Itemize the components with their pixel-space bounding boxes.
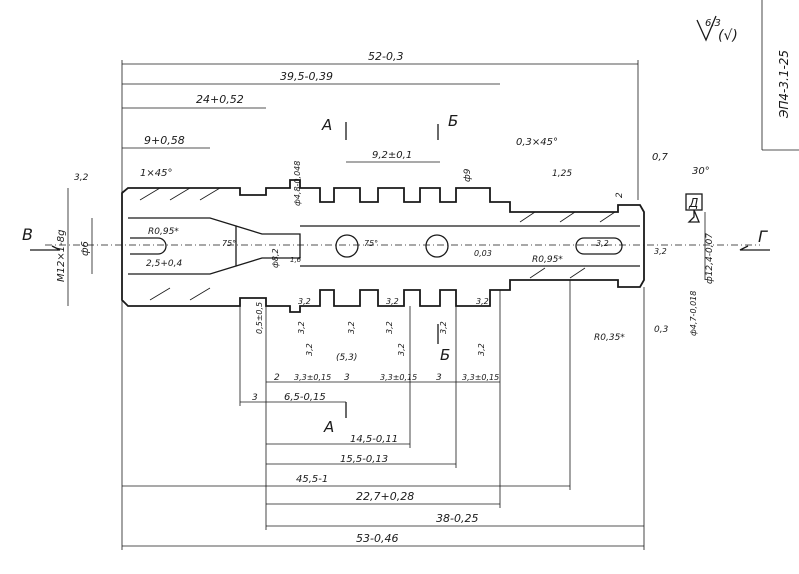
svg-text:3,2: 3,2 — [298, 297, 311, 306]
rough-thread: 3,2 — [74, 173, 89, 183]
svg-text:3,2: 3,2 — [596, 239, 609, 248]
dim-53: 53-0,46 — [356, 532, 398, 545]
dim-3-3-c: 3,3±0,15 — [462, 373, 499, 382]
svg-text:3,2: 3,2 — [476, 297, 489, 306]
dim-5-3: (5,3) — [336, 353, 357, 363]
view-right-arrow-icon — [739, 245, 770, 251]
svg-text:3,2: 3,2 — [297, 321, 306, 334]
svg-text:3,2: 3,2 — [385, 321, 394, 334]
svg-text:3,2: 3,2 — [386, 297, 399, 306]
svg-text:3,2: 3,2 — [397, 343, 406, 356]
dim-3-3-a: 3,3±0,15 — [294, 373, 331, 382]
svg-text:3,2: 3,2 — [477, 343, 486, 356]
datum-triangle-icon — [687, 209, 700, 223]
dim-overall-52: 52-0,3 — [368, 50, 403, 63]
section-b-top: Б — [448, 112, 458, 130]
dim-small-1-6: 1,6 — [290, 256, 302, 264]
datum-label: Д — [688, 196, 698, 210]
dim-9: 9+0,58 — [144, 134, 185, 147]
dim-0-7: 0,7 — [652, 152, 669, 163]
dim-15-5: 15,5-0,13 — [340, 454, 388, 465]
dim-c-0-5: 0,5±0,5 — [255, 302, 264, 334]
dim-0-3: 0,3 — [654, 325, 669, 335]
dim-22-7: 22,7+0,28 — [356, 490, 414, 503]
dim-30deg: 30° — [692, 166, 710, 177]
dim-75deg-a: 75° — [222, 239, 236, 248]
section-b-bottom: Б — [440, 346, 450, 364]
dim-dia-4-8: ф4,8-0,048 — [293, 161, 302, 206]
dim-r0-95-left: R0,95* — [148, 227, 179, 237]
dim-14-5: 14,5-0,11 — [350, 434, 398, 445]
dim-9-2: 9,2±0,1 — [372, 150, 412, 161]
svg-text:3,2: 3,2 — [654, 247, 667, 256]
section-a-bottom: А — [323, 418, 334, 436]
dim-chamfer-0-3x45: 0,3×45° — [516, 137, 558, 148]
view-right: Г — [758, 227, 768, 246]
dim-chamfer-1x45: 1×45° — [140, 168, 172, 179]
dim-c-0-03: 0,03 — [474, 249, 492, 258]
roughness-general-icon — [696, 15, 717, 42]
dim-39-5: 39,5-0,39 — [280, 70, 333, 83]
extension-lines — [239, 280, 645, 550]
dim-dia-8-2: ф8,2 — [271, 248, 280, 268]
dim-r0-35: R0,35* — [594, 333, 625, 343]
dim-3-c: 3 — [252, 393, 258, 403]
dim-6-5: 6,5-0,15 — [284, 392, 326, 403]
dim-dia-9: ф9 — [463, 168, 473, 182]
dim-dia-6: ф6 — [80, 241, 91, 256]
dim-3-3-b: 3,3±0,15 — [380, 373, 417, 382]
dim-24: 24+0,52 — [196, 93, 244, 106]
svg-text:3,2: 3,2 — [305, 343, 314, 356]
dim-r0-95-right: R0,95* — [532, 255, 563, 265]
dim-dia-4-7: ф4,7-0,018 — [689, 291, 698, 336]
dim-2-5: 2,5+0,4 — [146, 259, 182, 269]
svg-text:3,2: 3,2 — [439, 321, 448, 334]
view-left: В — [22, 225, 33, 244]
document-code: ЭП4-3.1-25 — [777, 50, 791, 119]
dim-3-a: 3 — [344, 373, 350, 383]
roughness-paren: (√) — [718, 28, 738, 44]
dim-75deg-b: 75° — [364, 239, 378, 248]
dim-45-5: 45,5-1 — [296, 474, 328, 485]
dim-k1-25: 1,25 — [552, 169, 572, 179]
section-a-top: А — [321, 116, 332, 134]
dim-thread: M12×1-8g — [56, 230, 67, 282]
roughness-marks: 3,2 3,2 3,2 3,2 3,2 3,2 3,2 3,2 3,2 3,2 … — [297, 239, 667, 356]
dim-38: 38-0,25 — [436, 512, 478, 525]
svg-text:3,2: 3,2 — [347, 321, 356, 334]
dim-r2: 2 — [615, 192, 625, 198]
dim-dia-12-4: ф12,4-0,07 — [705, 233, 715, 284]
view-left-arrow-icon — [30, 245, 61, 251]
part-outline — [121, 179, 645, 313]
dim-2: 2 — [274, 373, 280, 383]
dim-3-b: 3 — [436, 373, 442, 383]
